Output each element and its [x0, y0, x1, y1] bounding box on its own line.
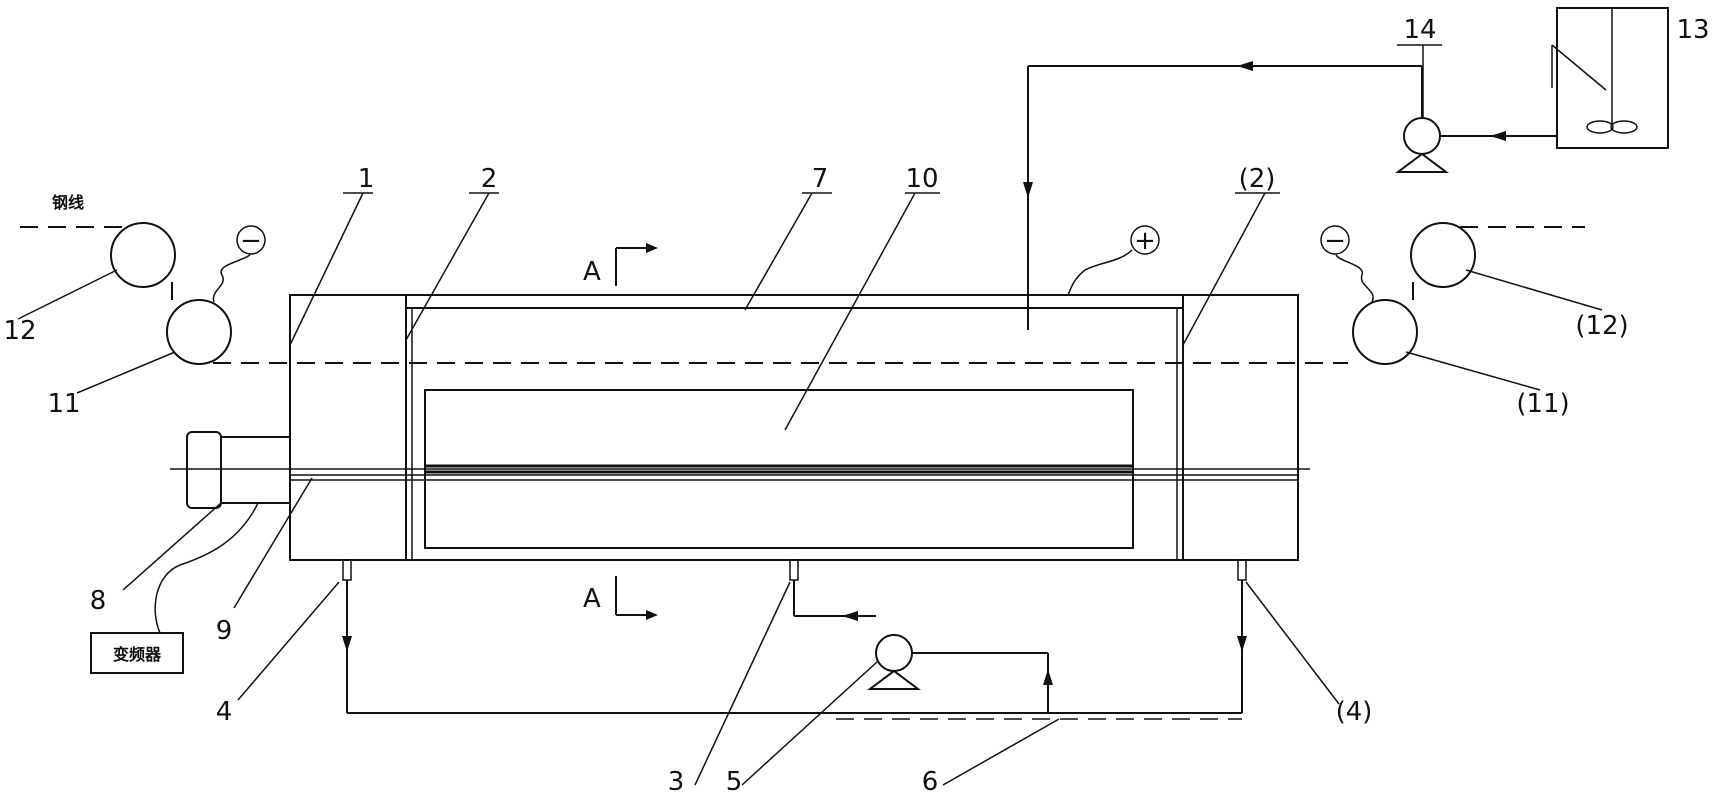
label-10: 10 [905, 164, 938, 194]
left-rollers: − [110, 222, 266, 365]
label-6: 6 [922, 767, 939, 797]
part-labels: 1 2 7 10 (2) 14 13 12 11 (12) (11) 8 9 4… [3, 15, 1709, 797]
tank-outer-frame [289, 294, 1299, 561]
negative-sign-right: − [1324, 226, 1346, 256]
label-11: 11 [47, 389, 80, 419]
label-8: 8 [90, 586, 107, 616]
pump-5 [875, 634, 913, 672]
label-12: 12 [3, 316, 36, 346]
guide-roller-12-right [1410, 222, 1476, 288]
circulation-loop [342, 559, 1247, 720]
motor [186, 431, 291, 509]
negative-terminal-right [1320, 225, 1350, 255]
label-4b: (4) [1336, 697, 1373, 727]
steel-wire-label: 钢线 [52, 193, 84, 212]
positive-terminal: + [1067, 225, 1160, 296]
tank [289, 294, 1299, 561]
label-7: 7 [812, 164, 829, 194]
label-4: 4 [216, 697, 233, 727]
inverter-label: 变频器 [113, 645, 162, 664]
label-11b: (11) [1516, 389, 1569, 419]
pump-14 [1403, 117, 1441, 155]
guide-roller-12-left [110, 222, 176, 288]
negative-terminal-left [236, 225, 266, 255]
leader-lines [17, 44, 1607, 786]
section-label-top: A [583, 257, 601, 287]
positive-sign: + [1134, 226, 1156, 256]
section-label-bottom: A [583, 584, 601, 614]
feed-line [1023, 7, 1669, 330]
section-marks: A A [583, 243, 658, 620]
inverter-box: 变频器 [90, 502, 259, 674]
wire-path: 钢线 [20, 193, 1585, 364]
contact-roller-11-left [166, 299, 232, 365]
negative-sign-left: − [240, 226, 262, 256]
label-9: 9 [216, 616, 233, 646]
label-13: 13 [1676, 15, 1709, 45]
label-14: 14 [1403, 15, 1436, 45]
label-2b: (2) [1239, 164, 1276, 194]
label-1: 1 [358, 164, 375, 194]
contact-roller-11-right [1352, 299, 1418, 365]
right-rollers: − [1320, 222, 1476, 365]
label-2: 2 [481, 164, 498, 194]
label-5: 5 [726, 767, 743, 797]
label-3: 3 [668, 767, 685, 797]
label-12b: (12) [1575, 311, 1628, 341]
shaft [170, 464, 1310, 481]
